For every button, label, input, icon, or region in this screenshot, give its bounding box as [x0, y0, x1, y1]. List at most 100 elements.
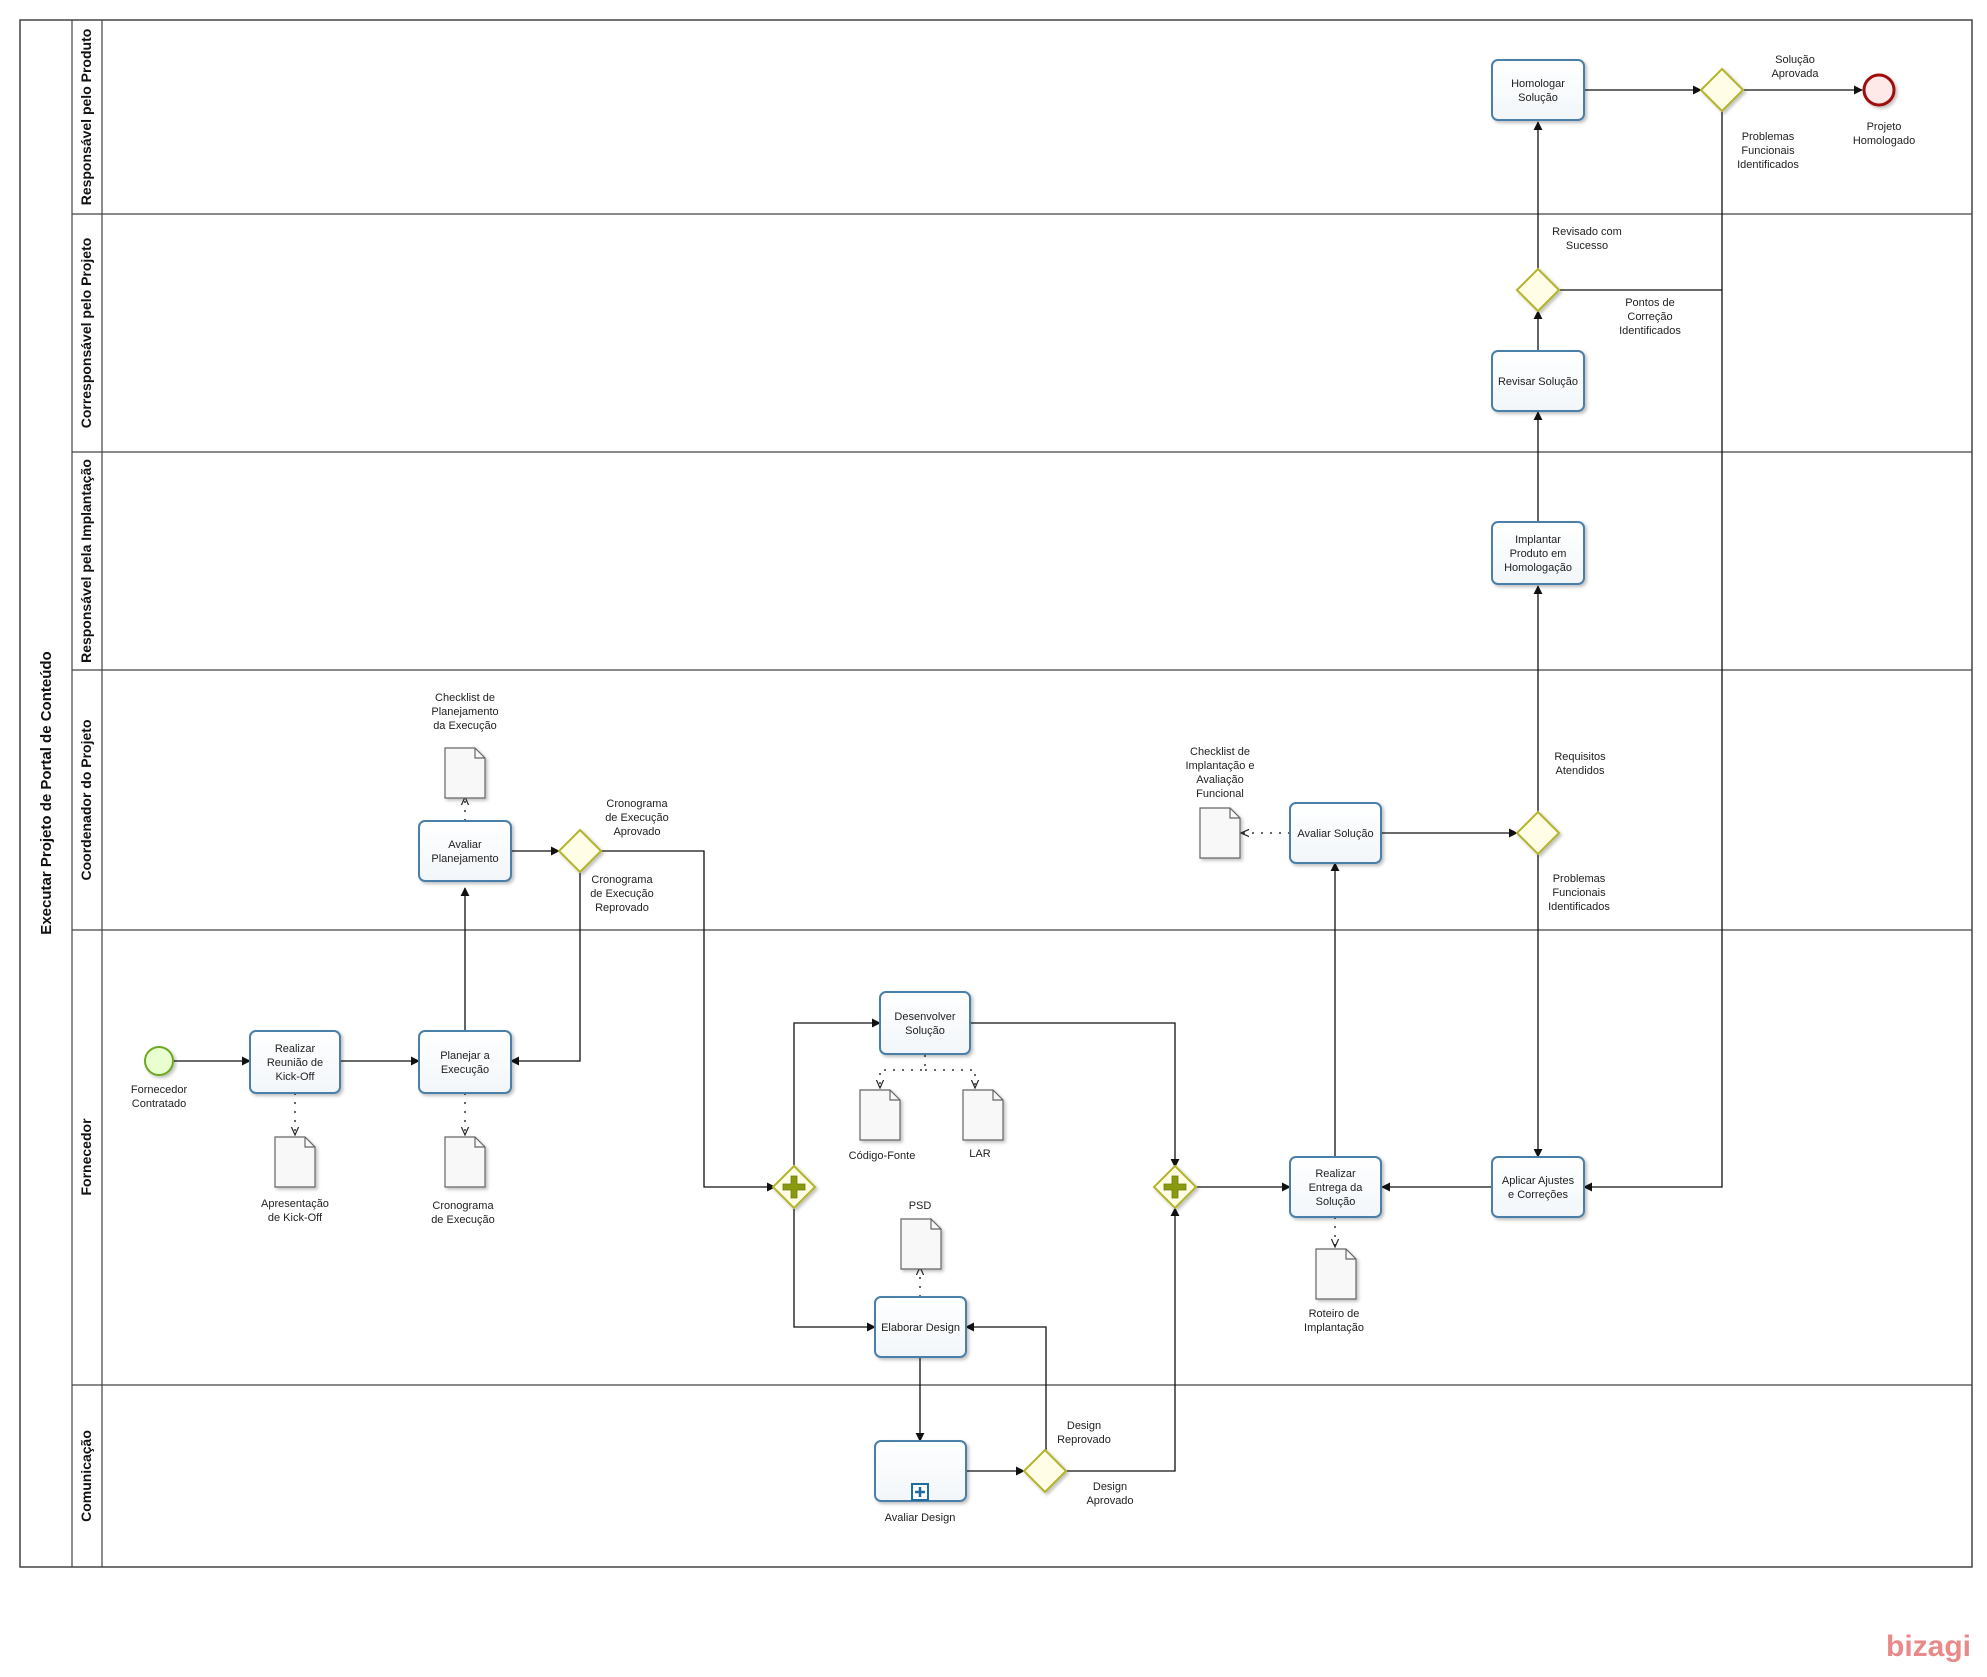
expand-marker-icon[interactable] [911, 1483, 929, 1501]
label-problemas-top-line: Funcionais [1741, 145, 1795, 157]
label-solucao-aprovada-line: Aprovada [1771, 68, 1819, 80]
doc-lar-label: LAR [969, 1148, 990, 1160]
label-requisitos-line: Atendidos [1556, 765, 1605, 777]
avaliar-planejamento-task-label-line: Planejamento [431, 853, 498, 865]
label-problemas-top-line: Problemas [1742, 131, 1795, 143]
doc-checklist-planejamento-label-line: da Execução [433, 720, 497, 732]
gateway-avaliar-solucao[interactable] [1515, 810, 1561, 856]
implantar-task-label-line: Produto em [1510, 548, 1567, 560]
flow-gw-pontos[interactable] [1559, 289, 1723, 1192]
gateway-join-parallel[interactable] [1152, 1164, 1198, 1210]
label-design-aprovado-line: Aprovado [1086, 1495, 1133, 1507]
flow-fork-elaborar[interactable] [793, 1208, 876, 1332]
associations [295, 797, 1335, 1297]
sequence-flows [174, 85, 1863, 1476]
label-pontos-line: Correção [1627, 311, 1672, 323]
doc-apresentacao-label-line: de Kick-Off [268, 1212, 323, 1224]
realizar-entrega-task-label-line: Entrega da [1309, 1182, 1364, 1194]
flow-design-aprovado[interactable] [1066, 1207, 1180, 1472]
doc-codigo-fonte-label: Código-Fonte [849, 1150, 916, 1162]
label-revisado-line: Revisado com [1552, 226, 1622, 238]
doc-codigo-fonte[interactable]: Código-Fonte [849, 1089, 916, 1162]
doc-checklist-implantacao-label-line: Implantação e [1185, 760, 1254, 772]
homologar-task-label-line: Solução [1518, 92, 1558, 104]
label-crono-reprovado-line: de Execução [590, 888, 654, 900]
doc-lar[interactable]: LAR [962, 1089, 1004, 1160]
label-crono-aprovado-line: Cronograma [606, 798, 668, 810]
aplicar-ajustes-task-label-line: Aplicar Ajustes [1502, 1175, 1575, 1187]
desenvolver-task-label-line: Solução [905, 1025, 945, 1037]
doc-roteiro-label-line: Roteiro de [1309, 1308, 1360, 1320]
doc-roteiro-label: Roteiro de Implantação [1304, 1308, 1364, 1334]
end-event-label-line: Homologado [1853, 135, 1915, 147]
avaliar-planejamento-task-label-line: Avaliar [448, 839, 482, 851]
flow-fork-desenvolver[interactable] [793, 1018, 881, 1167]
gateway-avaliar-planejamento[interactable] [557, 828, 603, 874]
implantar-task-label-line: Implantar [1515, 534, 1561, 546]
revisar-task-label: Revisar Solução [1498, 376, 1578, 388]
flow-gw-aprovado[interactable] [600, 850, 776, 1192]
doc-psd-label-line: PSD [909, 1200, 932, 1212]
doc-checklist-implantacao-label-line: Funcional [1196, 788, 1244, 800]
revisar-task[interactable]: Revisar Solução [1491, 350, 1585, 412]
flow-gw-reprovado[interactable] [510, 872, 581, 1066]
flow-design-reprovado[interactable] [965, 1322, 1047, 1450]
doc-cronograma-label-line: de Execução [431, 1214, 495, 1226]
realizar-reuniao-task-label-line: Reunião de [267, 1057, 323, 1069]
avaliar-solucao-task[interactable]: Avaliar Solução [1289, 802, 1382, 864]
elaborar-design-task[interactable]: Elaborar Design [874, 1296, 967, 1358]
label-problemas-mid-line: Problemas [1553, 873, 1606, 885]
flow-desenvolver-join[interactable] [970, 1022, 1180, 1168]
label-crono-reprovado-line: Reprovado [595, 902, 649, 914]
gateway-avaliar-design[interactable] [1022, 1448, 1068, 1494]
gateway-revisar[interactable] [1515, 267, 1561, 313]
doc-roteiro-label-line: Implantação [1304, 1322, 1364, 1334]
gateway-fork-parallel[interactable] [771, 1164, 817, 1210]
doc-roteiro[interactable]: Roteiro de Implantação [1304, 1248, 1364, 1334]
avaliar-design-label: Avaliar Design [885, 1512, 956, 1524]
doc-psd[interactable]: PSD [900, 1200, 942, 1270]
gateway-homologar[interactable] [1699, 67, 1745, 113]
avaliar-design-subprocess[interactable]: Avaliar Design [874, 1440, 967, 1524]
start-event-label-line: Contratado [132, 1098, 186, 1110]
doc-checklist-implantacao-label-line: Checklist de [1190, 746, 1250, 758]
doc-checklist-planejamento-label-line: Planejamento [431, 706, 498, 718]
avaliar-design-label-line: Avaliar Design [885, 1512, 956, 1524]
planejar-task-label-line: Execução [441, 1064, 489, 1076]
realizar-reuniao-task-label-line: Realizar [275, 1043, 316, 1055]
lane-implant-label: Responsável pela Implantação [78, 459, 94, 663]
parallel-plus-icon [782, 1175, 806, 1199]
